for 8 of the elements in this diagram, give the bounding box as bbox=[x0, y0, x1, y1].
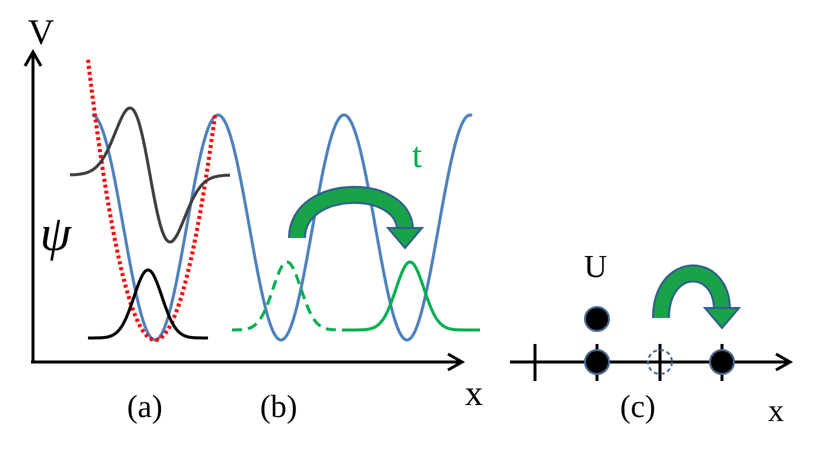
axis-label: x bbox=[768, 394, 784, 426]
axis-label: V bbox=[28, 14, 54, 50]
panel-label: (c) bbox=[620, 390, 656, 422]
hopping-label: t bbox=[412, 137, 422, 173]
panel-label: (a) bbox=[127, 390, 163, 422]
interaction-label: U bbox=[584, 250, 608, 282]
panel-label: (b) bbox=[260, 390, 298, 422]
axis-label: x bbox=[465, 375, 483, 411]
